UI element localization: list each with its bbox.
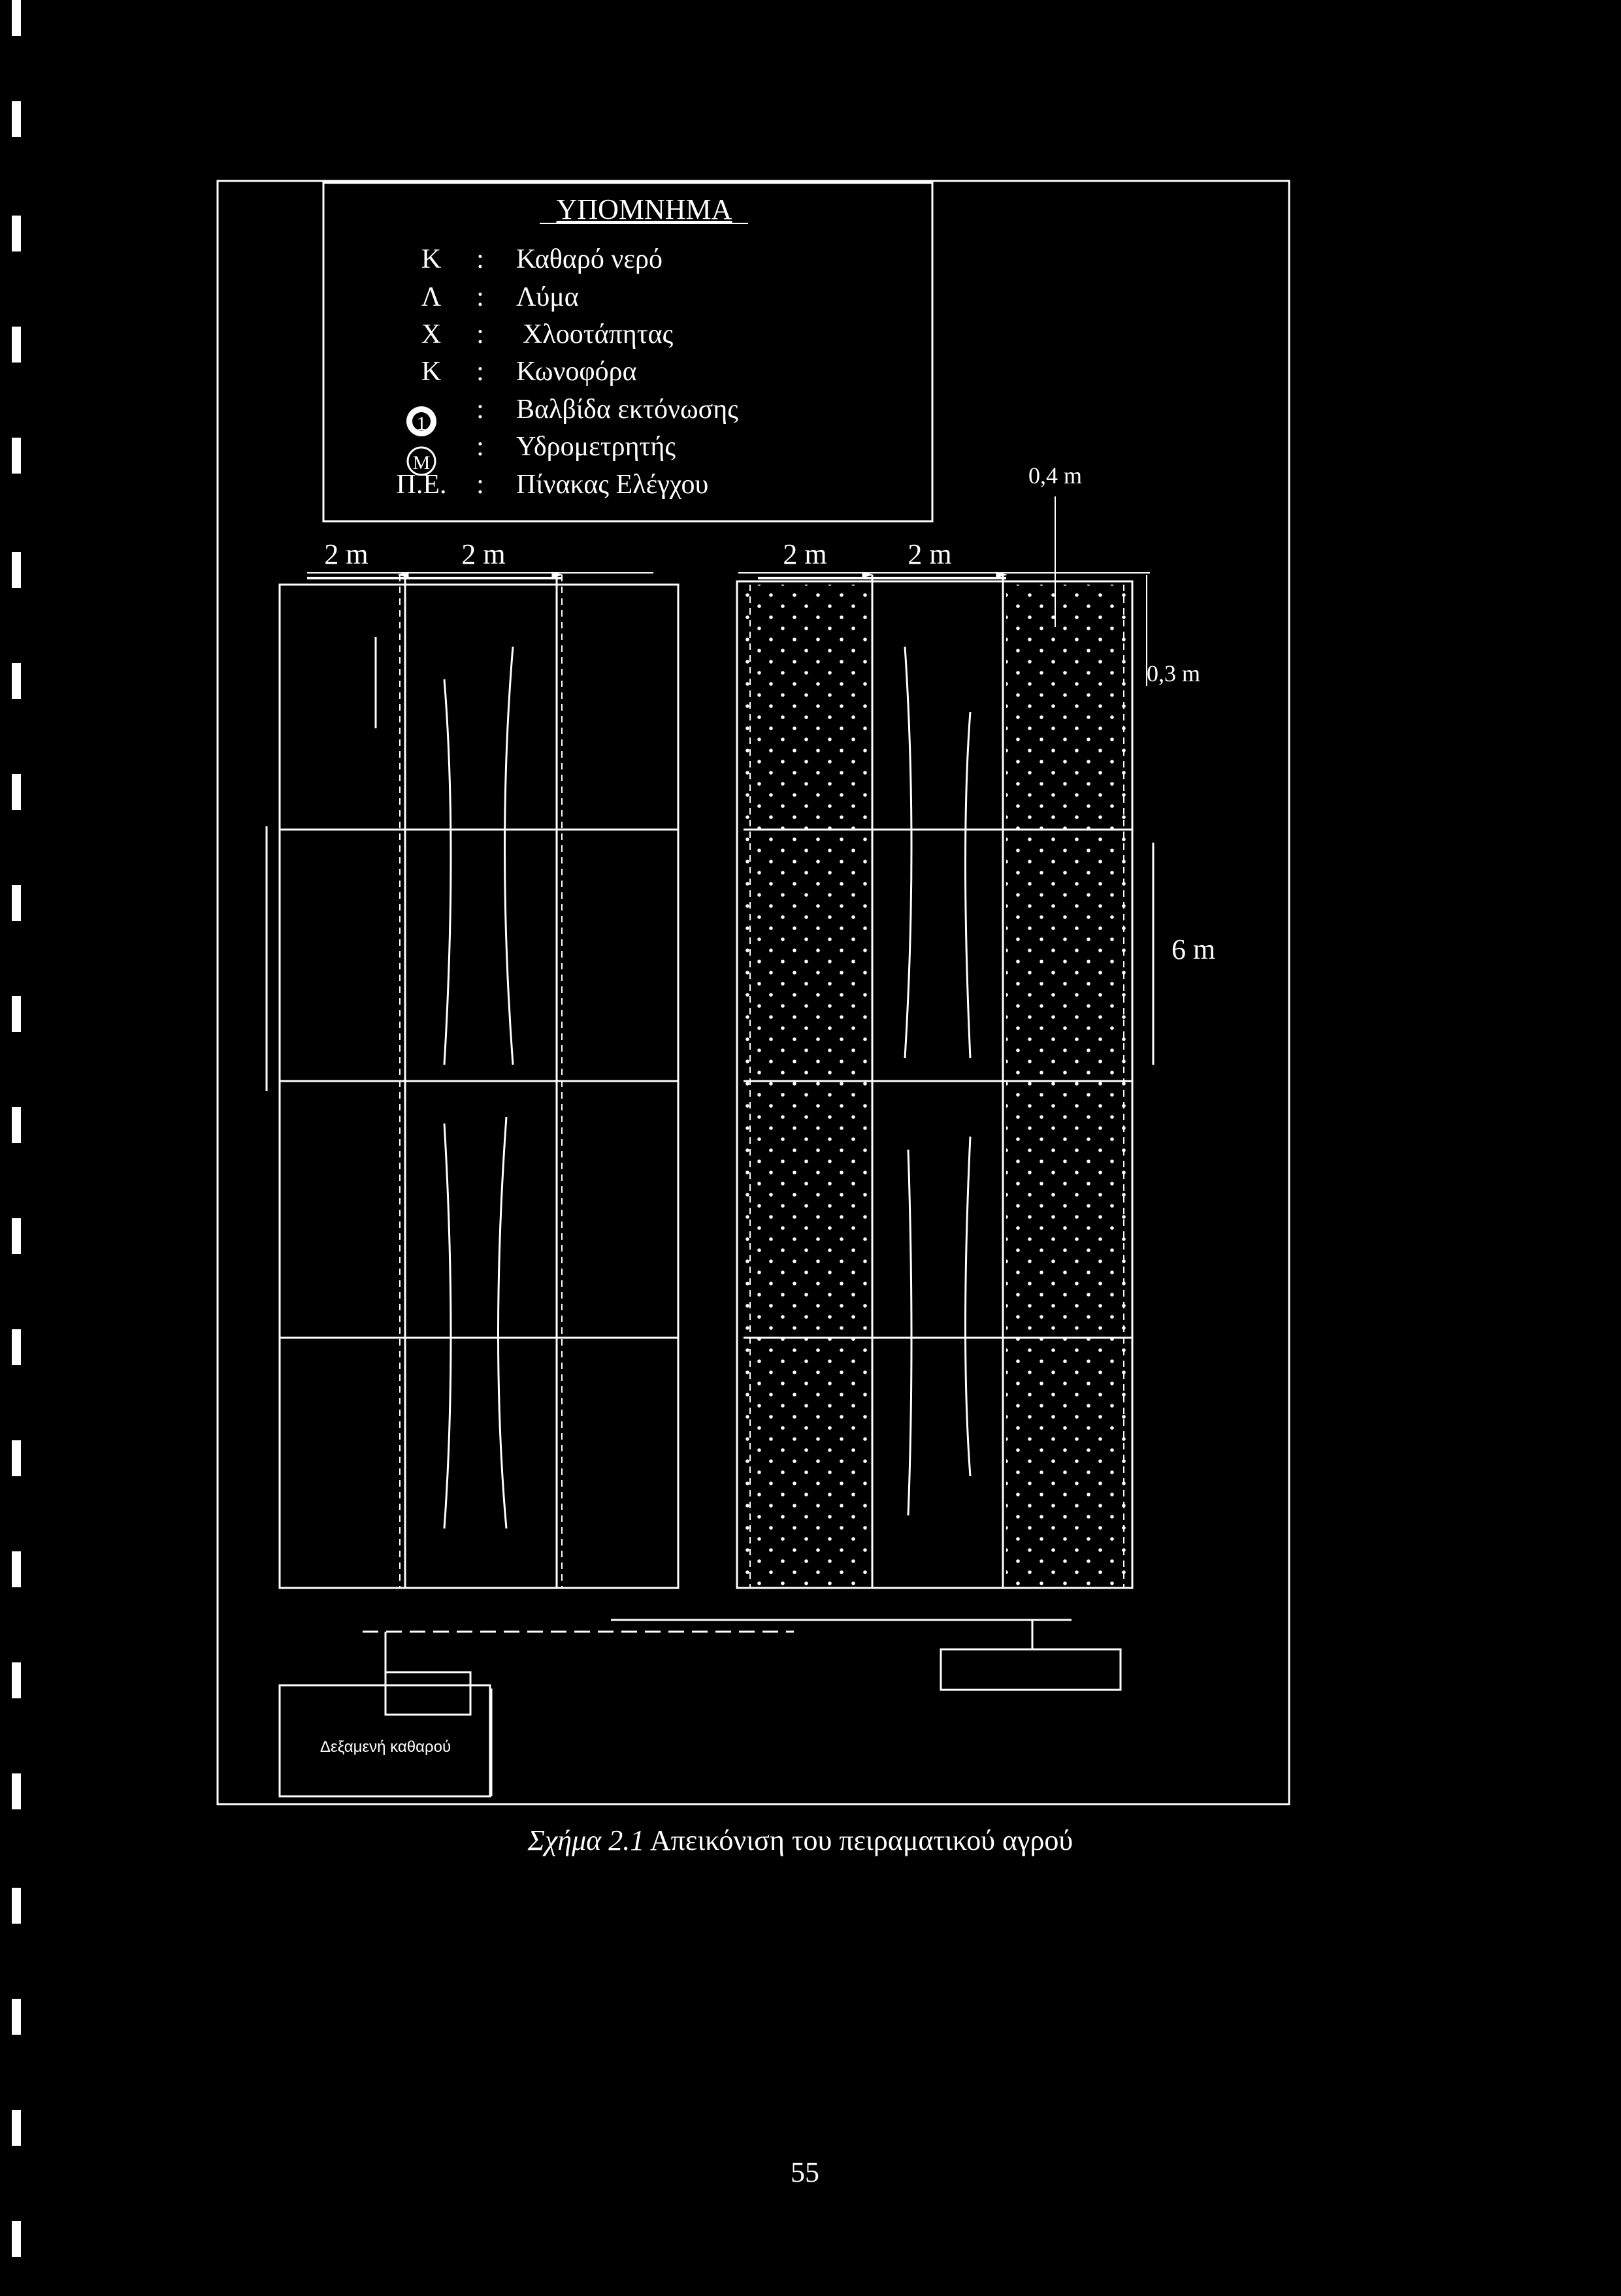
legend-title: ΥΠΟΜΝΗΜΑ: [557, 193, 732, 225]
page-number: 55: [791, 2156, 819, 2188]
dim-col-d: 2 m: [908, 538, 951, 570]
valve-symbol: 1: [417, 413, 427, 434]
legend-sep: :: [476, 319, 484, 349]
legend-sep: :: [476, 282, 484, 312]
plot-block-left: [278, 575, 680, 1589]
pump-box: [384, 1671, 472, 1716]
dim-gap: 0,4 m: [1028, 462, 1082, 489]
dim-col-a: 2 m: [324, 538, 368, 570]
dotted-strip-c: [744, 585, 871, 1588]
legend-desc: Καθαρό νερό: [516, 244, 663, 274]
clean-water-tank: [278, 1684, 491, 1798]
control-panel-box: [940, 1648, 1122, 1691]
legend-key: Κ: [421, 357, 441, 387]
dim-strip: 0,3 m: [1147, 660, 1200, 687]
dim-col-c: 2 m: [783, 538, 827, 570]
legend-desc: Υδρομετρητής: [516, 432, 676, 462]
legend-sep: :: [476, 395, 484, 425]
legend-key: Λ: [421, 282, 442, 312]
legend-sep: :: [476, 244, 484, 274]
figure-caption: Σχήμα 2.1 Απεικόνιση του πειραματικού αγ…: [527, 1824, 1073, 1856]
dimension-lines: [265, 496, 1154, 1091]
tank-label: Δεξαμενή καθαρού: [320, 1738, 451, 1756]
supply-network: [278, 1619, 1122, 1798]
plot-block-left-outline: [278, 583, 680, 1589]
meter-symbol: M: [413, 452, 431, 474]
caption-text: Απεικόνιση του πειραματικού αγρού: [644, 1824, 1073, 1856]
binder-marks: [12, 0, 21, 2257]
legend-sep: :: [476, 432, 484, 462]
legend-sep: :: [476, 357, 484, 387]
legend: ΥΠΟΜΝΗΜΑ Κ : Καθαρό νερό Λ : Λύμα Χ : Χλ…: [322, 182, 934, 523]
dimension-labels: 2 m 2 m 2 m 2 m 0,4 m 0,3 m 6 m: [324, 462, 1215, 965]
dim-length: 6 m: [1171, 933, 1215, 965]
legend-box: [322, 182, 934, 523]
dim-col-b: 2 m: [461, 538, 505, 570]
legend-desc: Κωνοφόρα: [516, 357, 637, 387]
relief-valve-icon: 1: [406, 406, 436, 436]
caption-prefix: Σχήμα 2.1: [527, 1824, 645, 1856]
legend-desc: Λύμα: [516, 282, 579, 312]
water-meter-icon: M: [406, 446, 436, 476]
legend-key: Π.Ε.: [397, 470, 447, 500]
dotted-strip-d: [1006, 585, 1127, 1588]
plot-block-right: [736, 575, 1134, 1589]
legend-desc: Χλοοτάπητας: [523, 319, 674, 349]
legend-key: Κ: [421, 244, 441, 274]
legend-sep: :: [476, 470, 484, 500]
legend-desc: Πίνακας Ελέγχου: [516, 470, 708, 500]
legend-key: Χ: [421, 319, 441, 349]
legend-desc: Βαλβίδα εκτόνωσης: [516, 395, 738, 425]
outer-frame: [216, 180, 1290, 1805]
